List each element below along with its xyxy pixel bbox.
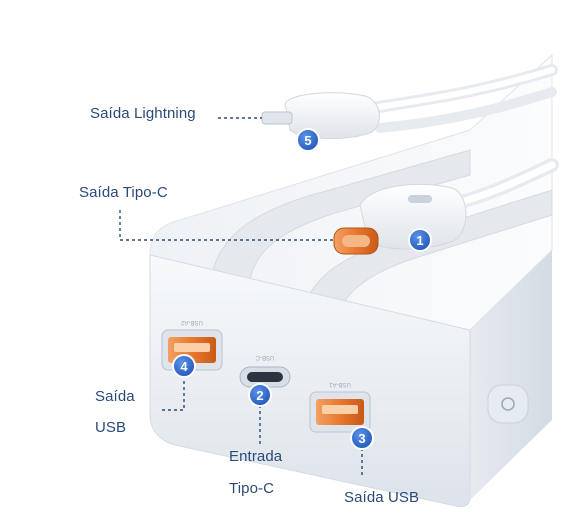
badge-2: 2 xyxy=(248,383,272,407)
port-label-usb-a1: USB-A1 xyxy=(329,381,351,387)
badge-3: 3 xyxy=(350,426,374,450)
usb-c-connector xyxy=(333,183,467,255)
leader-lines xyxy=(119,117,363,478)
svg-text:5: 5 xyxy=(304,133,311,148)
svg-text:2: 2 xyxy=(256,388,263,403)
power-button xyxy=(487,384,529,424)
label-saida-usb-left-line1: Saída xyxy=(95,388,135,405)
port-label-usb-a2: USB-A2 xyxy=(181,319,203,325)
port-label-usb-c: USB-C xyxy=(255,354,274,360)
badge-5: 5 xyxy=(296,128,320,152)
svg-text:4: 4 xyxy=(180,359,188,374)
label-saida-usb-left-line2: USB xyxy=(95,419,127,436)
label-entrada-line2: Tipo-C xyxy=(229,480,275,497)
badge-4: 4 xyxy=(172,354,196,378)
device-front-face xyxy=(149,254,471,508)
usb-a1-port xyxy=(309,391,371,433)
svg-text:1: 1 xyxy=(416,233,423,248)
badge-1: 1 xyxy=(408,228,432,252)
lightning-connector xyxy=(261,92,380,139)
svg-text:3: 3 xyxy=(358,431,365,446)
label-entrada-line1: Entrada xyxy=(229,448,283,465)
label-saida-lightning: Saída Lightning xyxy=(90,105,196,122)
label-saida-usb-right: Saída USB xyxy=(344,489,420,506)
label-saida-tipo-c: Saída Tipo-C xyxy=(79,184,168,201)
usb-c-port xyxy=(239,366,291,388)
